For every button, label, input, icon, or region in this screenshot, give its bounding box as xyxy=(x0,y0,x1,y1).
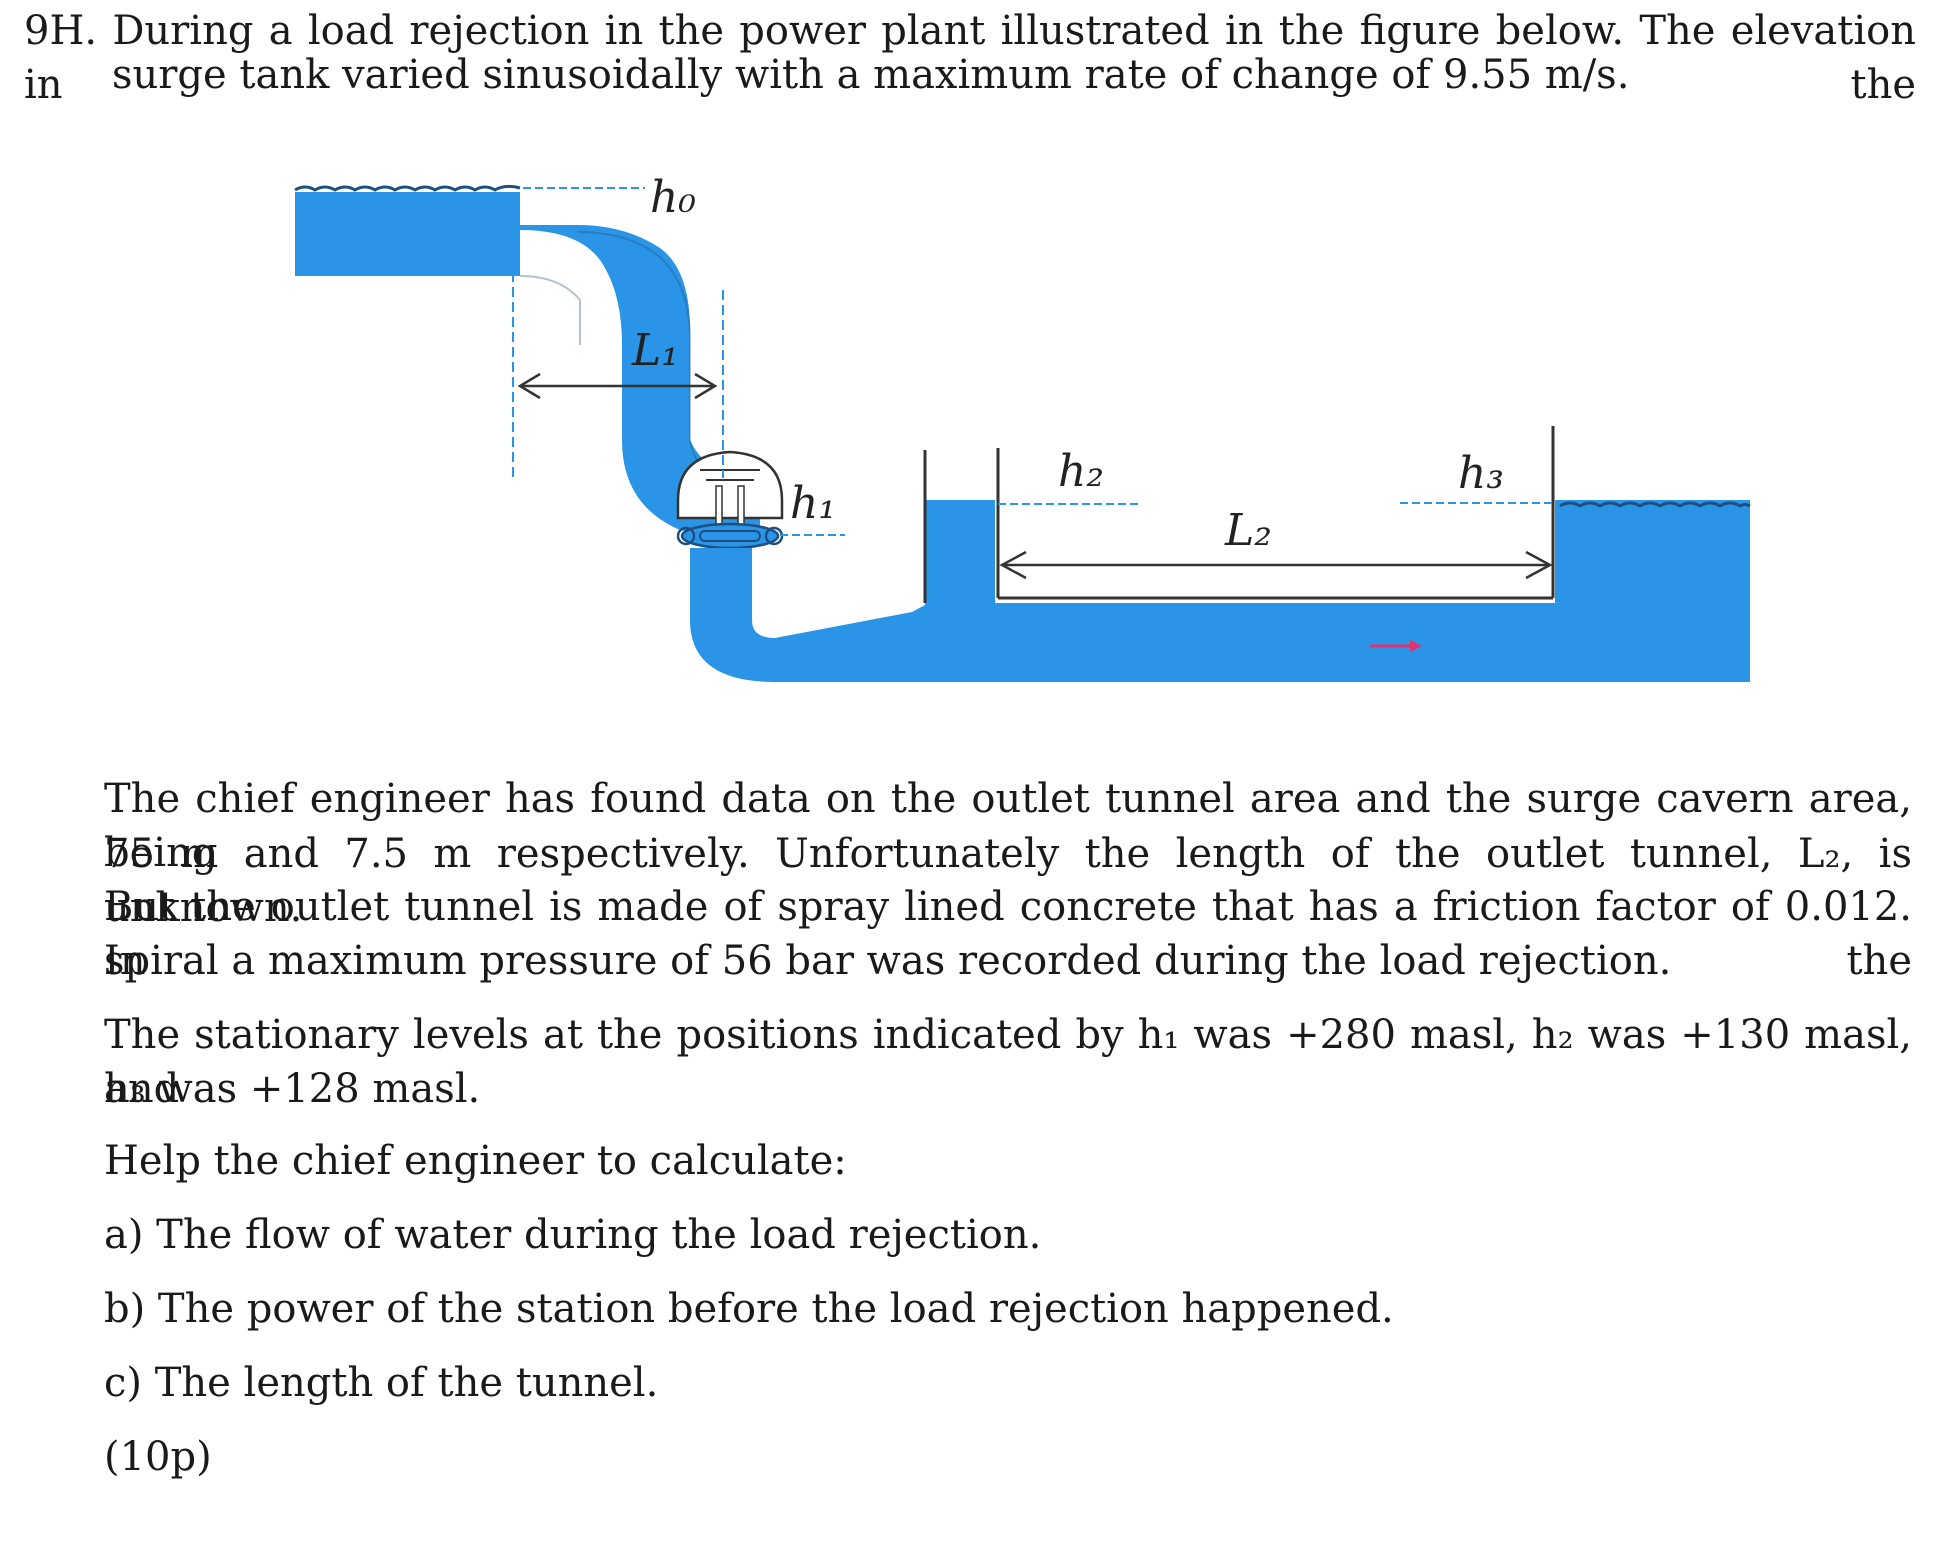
power-plant-figure: h₀ L₁ h₁ h₂ L₂ h₃ xyxy=(294,172,1751,682)
problem-line-1: 9H. During a load rejection in the power… xyxy=(24,8,1916,108)
para1-line-2: 75 m and 7.5 m respectively. Unfortunate… xyxy=(104,831,1912,931)
tailrace-tunnel xyxy=(690,500,1750,682)
help-text: Help the chief engineer to calculate: xyxy=(104,1138,847,1184)
downstream-water-surface xyxy=(1559,501,1751,508)
para1-line-4: spiral a maximum pressure of 56 bar was … xyxy=(104,938,1672,984)
label-h1: h₁ xyxy=(790,478,836,529)
para1-line-1: The chief engineer has found data on the… xyxy=(104,776,1912,876)
surge-cavern xyxy=(923,426,1555,603)
label-h2: h₂ xyxy=(1058,446,1104,497)
label-L2: L₂ xyxy=(1224,505,1272,556)
points: (10p) xyxy=(104,1434,212,1480)
question-c: c) The length of the tunnel. xyxy=(104,1360,659,1406)
question-b: b) The power of the station before the l… xyxy=(104,1286,1394,1332)
para1-line-3: But the outlet tunnel is made of spray l… xyxy=(104,884,1912,984)
problem-line-2: surge tank varied sinusoidally with a ma… xyxy=(112,52,1630,98)
label-h0: h₀ xyxy=(650,172,696,223)
upper-reservoir xyxy=(294,184,521,276)
dimension-lines xyxy=(512,187,1553,580)
para2-line-2: h₃ was +128 masl. xyxy=(104,1066,481,1112)
powerhouse-turbine xyxy=(676,450,784,550)
label-h3: h₃ xyxy=(1458,448,1504,499)
flow-arrow xyxy=(1370,640,1422,652)
para2-line-1: The stationary levels at the positions i… xyxy=(104,1012,1912,1112)
question-a: a) The flow of water during the load rej… xyxy=(104,1212,1042,1258)
label-L1: L₁ xyxy=(631,325,679,376)
